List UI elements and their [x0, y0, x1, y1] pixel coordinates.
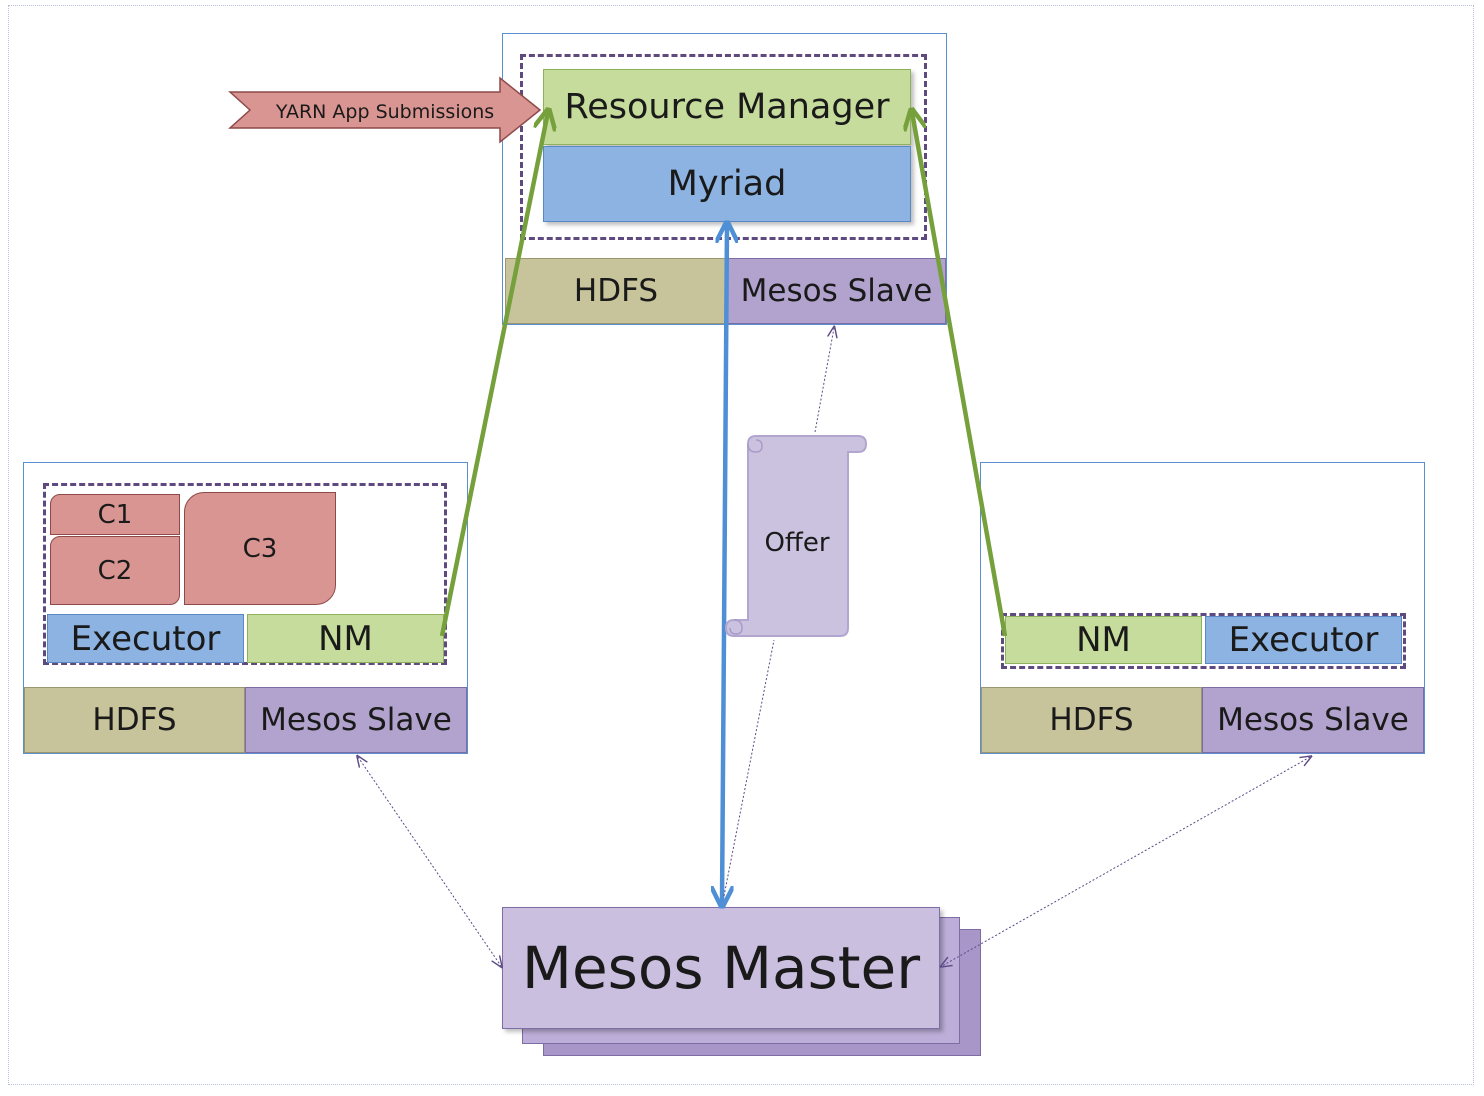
- slide-border: [8, 5, 1474, 1085]
- left-mesos-slave-box: Mesos Slave: [245, 687, 467, 753]
- right-nm-to-rm-link: [912, 112, 1008, 637]
- left-slave-to-master-link: [358, 757, 501, 966]
- myriad-box: Myriad: [543, 146, 911, 222]
- left-nm-to-rm-link: [439, 112, 548, 637]
- right-executor-box: Executor: [1205, 616, 1402, 664]
- myriad-to-master-link: [722, 225, 727, 904]
- right-mesos-slave-box: Mesos Slave: [1202, 687, 1424, 753]
- container-c2: C2: [50, 536, 180, 605]
- right-slave-to-master-link: [942, 757, 1310, 966]
- right-nm-box: NM: [1005, 616, 1202, 664]
- top-mesos-slave-box: Mesos Slave: [727, 258, 946, 324]
- top-hdfs-box: HDFS: [505, 258, 727, 324]
- right-hdfs-box: HDFS: [981, 687, 1202, 753]
- submission-arrow-label: YARN App Submissions: [275, 101, 494, 123]
- submission-arrow-shape: [228, 76, 542, 144]
- left-hdfs-box: HDFS: [24, 687, 245, 753]
- left-nm-box: NM: [247, 614, 444, 663]
- master-to-offer-link: [723, 639, 775, 897]
- right-yarn-group: [1001, 613, 1406, 669]
- container-c3: C3: [184, 492, 336, 605]
- left-yarn-group: [43, 483, 447, 665]
- offer-label: Offer: [764, 528, 829, 558]
- left-executor-box: Executor: [47, 614, 244, 663]
- mesos-master-box: Mesos Master: [502, 907, 940, 1029]
- container-c1: C1: [50, 494, 180, 535]
- offer-scroll: Offer: [724, 435, 868, 637]
- offer-to-top-slave-link: [814, 328, 834, 433]
